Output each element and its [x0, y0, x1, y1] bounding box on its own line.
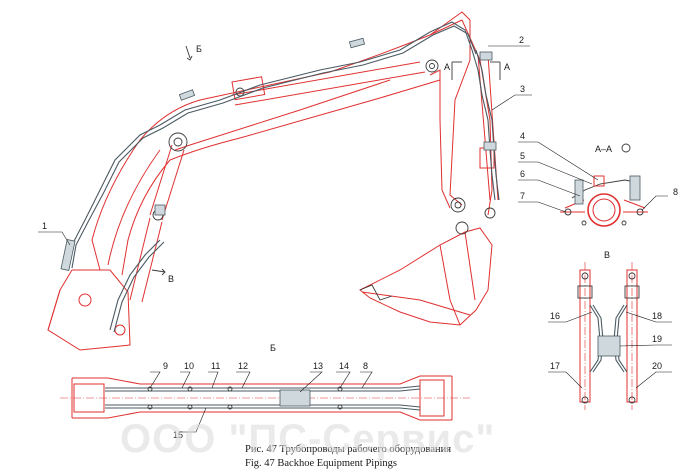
- callout-10-label: 10: [184, 361, 194, 371]
- callout-18-label: 18: [652, 311, 662, 321]
- view-b-plan-label: Б: [270, 343, 276, 353]
- watermark: ООО "ПС-Сервис": [120, 417, 495, 461]
- figure-caption: Рис. 47 Трубопроводы рабочего оборудован…: [245, 444, 451, 469]
- callout-4-label: 4: [520, 131, 525, 141]
- callout-20-label: 20: [652, 361, 662, 371]
- callout-16-label: 16: [550, 311, 560, 321]
- view-b-top-label: Б: [196, 44, 202, 54]
- callout-7-label: 7: [520, 191, 525, 201]
- callout-1: 1: [38, 221, 71, 246]
- bucket-outline: [359, 221, 493, 326]
- section-marks-a: A A: [444, 61, 510, 80]
- section-aa-label: А–А: [595, 144, 612, 154]
- view-arrow-b-side: B: [151, 268, 174, 284]
- callout-9-label: 9: [163, 361, 168, 371]
- callout-2: 2: [488, 35, 530, 47]
- view-arrow-b-top: Б: [185, 44, 202, 61]
- callout-12-label: 12: [238, 361, 248, 371]
- arm-cylinder: [231, 61, 426, 106]
- callouts-v: 16 17 18 19 20: [548, 311, 672, 389]
- callout-8b-label: 8: [363, 361, 368, 371]
- callout-11-label: 11: [211, 361, 220, 371]
- boom-cylinder: [129, 132, 188, 303]
- view-b-side-label: B: [168, 274, 174, 284]
- boom-outline: [47, 19, 463, 351]
- callout-5-label: 5: [520, 151, 525, 161]
- caption-en: Fig. 47 Backhoe Equipment Pipings: [245, 458, 397, 469]
- view-b-plan: Б: [60, 343, 470, 421]
- section-a-right-label: A: [504, 62, 510, 72]
- section-a-left-label: A: [444, 62, 450, 72]
- callouts-aa: 4 5 6 7 8: [518, 131, 678, 213]
- boom-pipelines: [60, 21, 477, 333]
- callout-14-label: 14: [339, 361, 349, 371]
- view-v-detail: В: [577, 250, 640, 410]
- section-aa-view: А–А: [560, 143, 648, 227]
- callouts-b-plan: 9 10 11 12 13 14 8 15: [149, 361, 373, 440]
- callout-15-label: 15: [173, 430, 183, 440]
- arm-outline: [425, 11, 496, 219]
- callout-1-label: 1: [42, 221, 47, 231]
- arm-pipelines: [471, 49, 500, 201]
- callout-6-label: 6: [520, 169, 525, 179]
- callout-3: 3: [491, 84, 532, 111]
- callout-17-label: 17: [550, 361, 560, 371]
- caption-ru: Рис. 47 Трубопроводы рабочего оборудован…: [245, 444, 451, 455]
- callout-2-label: 2: [519, 35, 524, 45]
- callout-3-label: 3: [520, 84, 525, 94]
- callout-19-label: 19: [652, 334, 662, 344]
- view-v-label: В: [604, 250, 610, 260]
- callout-13-label: 13: [313, 361, 323, 371]
- callout-8-label: 8: [673, 187, 678, 197]
